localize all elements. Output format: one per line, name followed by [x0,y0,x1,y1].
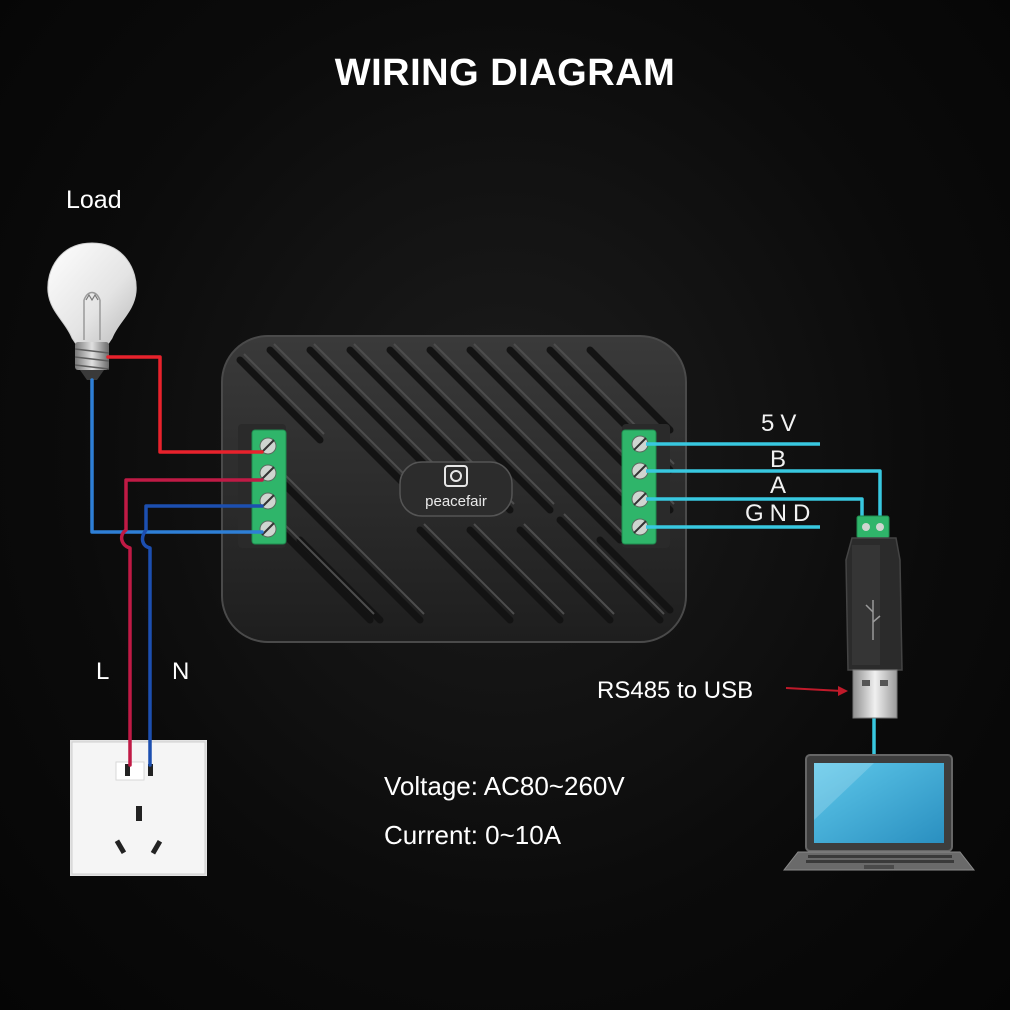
light-bulb-icon [47,242,137,380]
signal-label-a: A [770,472,793,499]
load-live-wire [106,355,264,454]
load-neutral-wire [90,378,264,534]
laptop-icon [782,754,976,871]
brand-logo: peacefair [399,461,513,517]
converter-arrow [785,686,848,696]
screw-terminal [631,462,649,480]
signal-label-b: B [770,446,793,473]
screw-terminal [259,492,277,510]
rs485-usb-converter-icon [845,515,903,719]
mains-neutral-wire [140,504,264,767]
converter-label: RS485 to USB [597,677,754,704]
current-spec: Current: 0~10A [384,820,562,850]
mains-live-wire [119,478,264,767]
screw-terminal [259,464,277,482]
live-label: L [96,658,110,685]
screw-terminal [631,490,649,508]
left-terminal-block [238,424,287,548]
screw-terminal [259,520,277,538]
screw-terminal [631,435,649,453]
voltage-spec: Voltage: AC80~260V [384,771,625,801]
right-terminal-block [621,424,670,548]
page-title: WIRING DIAGRAM [334,52,676,94]
wall-socket-icon [70,740,207,876]
screw-terminal [259,437,277,455]
power-meter-device: peacefair [221,335,687,643]
signal-label-gnd: GND [745,500,817,527]
signal-label-5v: 5V [761,410,803,437]
signal-wire-a [646,497,864,522]
load-label: Load [66,186,122,214]
screw-terminal [631,518,649,536]
signal-wire-b [646,469,882,522]
neutral-label: N [172,658,190,685]
brand-name: peacefair [425,493,487,510]
